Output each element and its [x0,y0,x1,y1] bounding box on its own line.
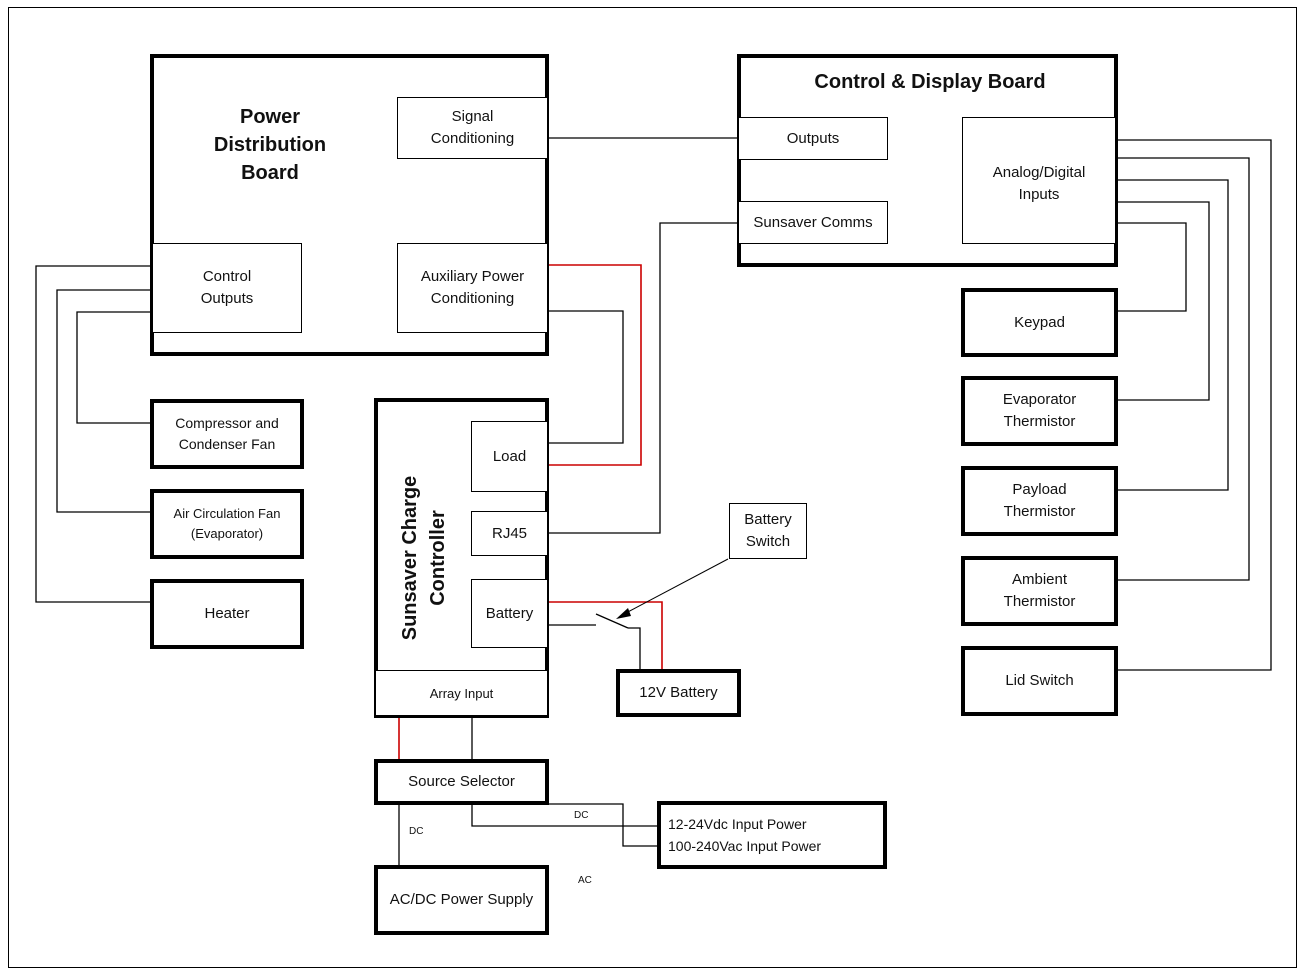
wire-label-ac: AC [578,875,592,886]
wire-comms-to-rj45 [547,222,738,534]
wire-outputs-to-heater [35,265,152,603]
wire-outputs-to-airfan [56,289,152,513]
keypad: Keypad [961,288,1118,357]
battery-12v: 12V Battery [616,669,741,717]
battery-switch-label: Battery Switch [729,503,807,559]
array-input-port: Array Input [375,670,548,716]
source-selector: Source Selector [374,759,549,805]
heater: Heater [150,579,304,649]
evaporator-thermistor: Evaporator Thermistor [961,376,1118,446]
load-port: Load [471,421,548,492]
rj45-port: RJ45 [471,511,548,556]
wire-aux-to-load [547,310,624,444]
sunsaver-comms-module: Sunsaver Comms [738,201,888,244]
display-board-title: Control & Display Board [814,70,1046,93]
wire-inputs-to-payload [1116,179,1229,491]
ac-input-power-label: 100-240Vac Input Power [668,838,822,854]
signal-conditioning-module: Signal Conditioning [397,97,548,159]
battery-switch-pointer [623,558,729,615]
payload-thermistor: Payload Thermistor [961,466,1118,536]
power-board-title: Power Distribution Board [200,100,340,190]
wire-aux-to-load-power [547,264,642,466]
lid-switch: Lid Switch [961,646,1118,716]
wire-label-dc-top: DC [574,810,589,821]
wire-selector-dc-input [471,803,659,827]
wire-inputs-to-evaporator [1116,201,1210,401]
input-power: 12-24Vdc Input Power 100-240Vac Input Po… [657,801,887,869]
wire-psu-ac-input [547,803,659,847]
auxiliary-power-module: Auxiliary Power Conditioning [397,243,548,333]
dc-input-power-label: 12-24Vdc Input Power [668,816,807,832]
battery-port: Battery [471,579,548,648]
diagram-frame [8,7,1297,968]
wire-inputs-to-ambient [1116,157,1250,581]
wire-inputs-to-lidswitch [1116,139,1272,671]
ambient-thermistor: Ambient Thermistor [961,556,1118,626]
switch-blade [595,613,629,629]
wire-switch-to-battery [628,627,641,669]
analog-digital-inputs-module: Analog/Digital Inputs [962,117,1116,244]
battery-switch-arrowhead [616,608,631,619]
control-outputs-module: Control Outputs [152,243,302,333]
wire-inputs-to-keypad [1116,222,1187,312]
wire-outputs-to-compressor [76,311,152,424]
wire-battery-power [547,601,663,669]
wire-label-dc-left: DC [409,826,424,837]
charge-controller-title: Sunsaver Charge Controller [399,475,449,641]
air-circulation-fan: Air Circulation Fan (Evaporator) [150,489,304,559]
ac-dc-power-supply: AC/DC Power Supply [374,865,549,935]
compressor-condenser-fan: Compressor and Condenser Fan [150,399,304,469]
outputs-module: Outputs [738,117,888,160]
